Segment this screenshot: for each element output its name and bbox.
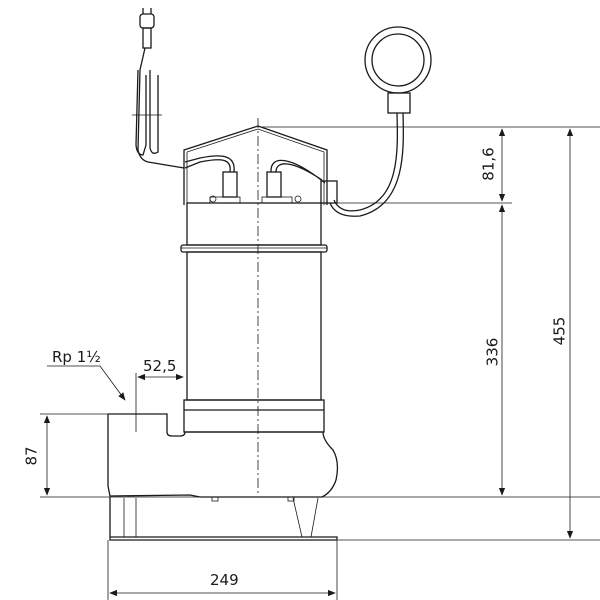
- total-width-label: 249: [210, 571, 239, 589]
- top-height-label: 81,6: [479, 147, 498, 181]
- pump-housing: [107, 413, 339, 541]
- outlet-height-label: 87: [22, 446, 41, 466]
- float-switch: [329, 26, 432, 217]
- motor-top: [180, 155, 338, 253]
- total-height-label: 455: [550, 316, 569, 346]
- pump-hood: [183, 125, 328, 205]
- pipe-thread-label: Rp 1½: [52, 348, 101, 366]
- body-height-label: 336: [483, 337, 502, 367]
- outlet-offset-label: 52,5: [143, 357, 177, 375]
- motor-body: [183, 251, 325, 433]
- power-cable-plug: [132, 8, 185, 169]
- dimension-lines: [40, 126, 600, 600]
